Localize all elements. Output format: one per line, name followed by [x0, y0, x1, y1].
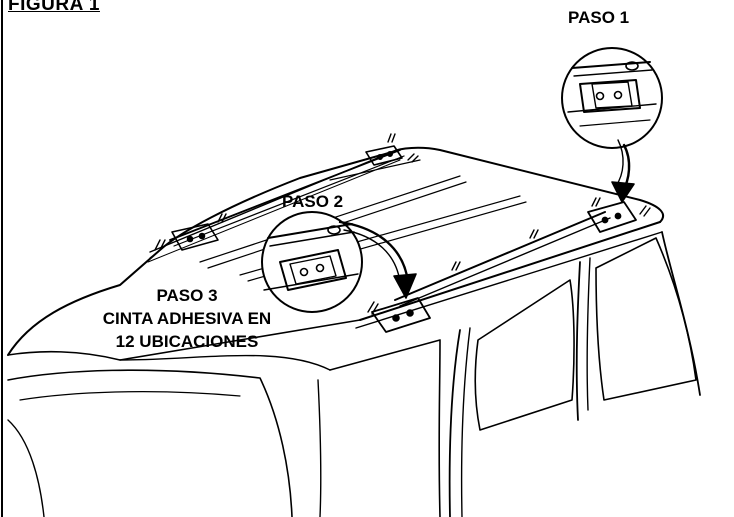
rail-foot-pad	[587, 201, 637, 233]
step2-label: PASO 2	[282, 192, 344, 211]
vehicle-side-windows	[7, 231, 701, 517]
rail-foot-pad	[365, 145, 403, 166]
step3-note-line1: CINTA ADHESIVA EN	[102, 308, 272, 328]
step2-arrow	[338, 220, 417, 299]
roof-grooves	[199, 159, 527, 282]
step1-arrow	[611, 139, 635, 203]
rail-foot-pad	[371, 297, 431, 333]
step1-label: PASO 1	[568, 8, 630, 27]
step3-note-line2: 12 UBICACIONES	[115, 331, 259, 351]
figure-title: FIGURA 1	[8, 0, 100, 15]
step3-label-block: PASO 3 CINTA ADHESIVA EN 12 UBICACIONES	[52, 285, 322, 354]
far-roof-rail	[154, 133, 419, 251]
step3-label: PASO 3	[156, 286, 218, 305]
step1-detail-circle	[561, 47, 663, 149]
step3-pointer	[149, 251, 159, 259]
rail-foot-pad	[171, 223, 219, 251]
step2-detail-circle	[261, 211, 363, 313]
near-roof-rail	[367, 197, 651, 333]
